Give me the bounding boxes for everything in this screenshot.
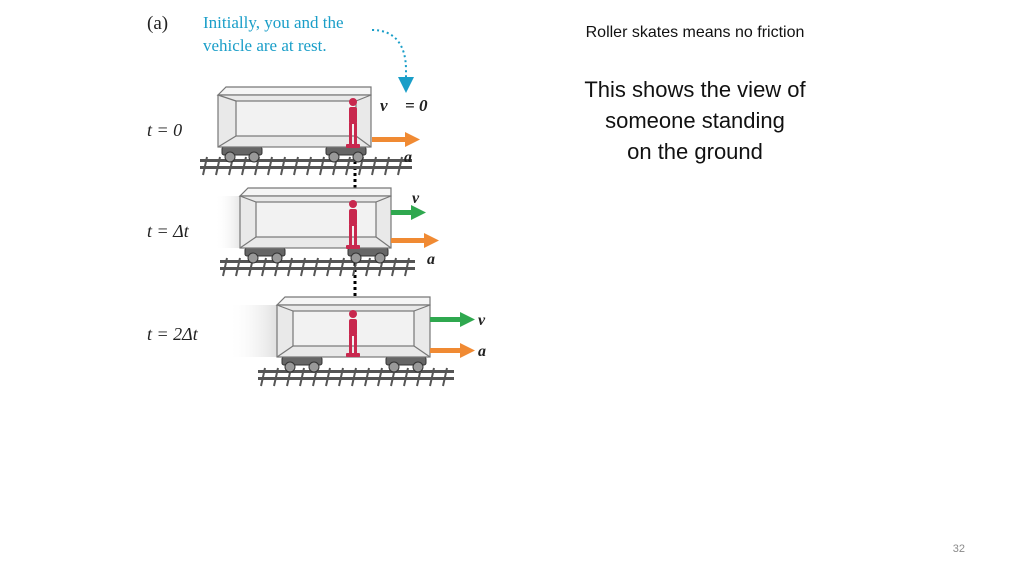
vehicle-wheels bbox=[281, 356, 427, 373]
caption-line-1: Initially, you and the bbox=[203, 13, 344, 32]
description-line: This shows the view of bbox=[584, 77, 806, 102]
person-figure bbox=[346, 200, 360, 249]
description-line: on the ground bbox=[627, 139, 763, 164]
row-t2: t = 2Δt bbox=[147, 296, 498, 387]
acceleration-arrow bbox=[391, 233, 439, 248]
time-label: t = 0 bbox=[147, 120, 182, 140]
time-label: t = 2Δt bbox=[147, 324, 199, 344]
time-label: t = Δt bbox=[147, 221, 190, 241]
slide-number: 32 bbox=[952, 543, 965, 555]
velocity-label: v⃗ bbox=[478, 312, 498, 329]
person-figure bbox=[346, 98, 360, 148]
row-t0: t = 0 bbox=[147, 86, 428, 176]
velocity-arrow bbox=[430, 312, 475, 327]
observer-description: This shows the view of someone standing … bbox=[540, 74, 850, 167]
velocity-label: v⃗ bbox=[412, 190, 432, 207]
acceleration-label: a⃗ bbox=[404, 149, 424, 166]
row-t1: t = Δt bbox=[147, 187, 447, 277]
caption-pointer-arrow bbox=[371, 29, 414, 93]
description-line: someone standing bbox=[605, 108, 785, 133]
acceleration-arrow bbox=[372, 132, 420, 147]
velocity-label: v⃗ = 0 bbox=[380, 96, 428, 115]
acceleration-label: a⃗ bbox=[427, 251, 447, 268]
motion-blur bbox=[228, 305, 280, 357]
panel-label: (a) bbox=[147, 13, 168, 34]
vehicle-body bbox=[238, 187, 392, 249]
acceleration-arrow bbox=[430, 343, 475, 358]
acceleration-label: a⃗ bbox=[478, 343, 498, 360]
friction-note: Roller skates means no friction bbox=[585, 24, 805, 41]
velocity-arrow bbox=[391, 205, 426, 220]
vehicle-wheels bbox=[221, 146, 367, 163]
vehicle-body bbox=[216, 86, 372, 148]
vehicle-diagram: (a) Initially, you and the vehicle are a… bbox=[147, 13, 498, 387]
person-figure bbox=[346, 310, 360, 357]
caption-line-2: vehicle are at rest. bbox=[203, 36, 327, 55]
